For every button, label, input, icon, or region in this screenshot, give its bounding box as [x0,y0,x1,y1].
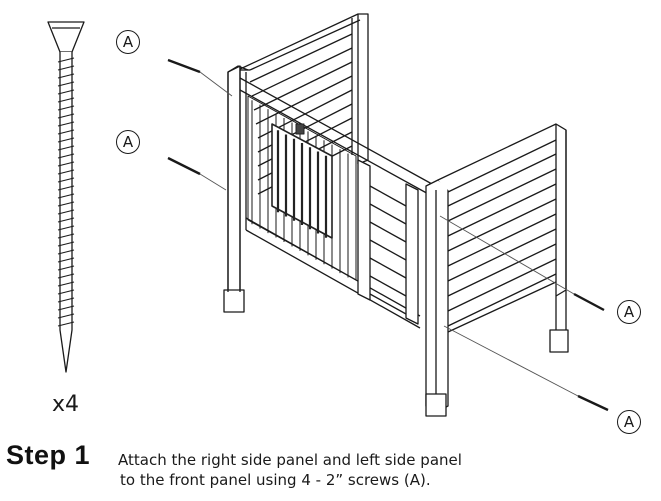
screw-thread [57,177,75,183]
screw-thread [57,313,75,319]
screw-thread [57,273,75,279]
step-instruction-line-2: to the front panel using 4 - 2” screws (… [120,471,431,489]
screw-thread [57,217,75,223]
front-slat [369,257,407,279]
small-screw-mid-left-icon [167,156,227,191]
screw-thread [57,57,75,63]
front-slat [369,203,407,225]
screw-thread [57,113,75,119]
screw-thread [57,161,75,167]
callout-a-mid-left: A [116,130,140,154]
callout-a-right-lower: A [617,410,641,434]
side-slat [447,198,557,252]
right-side-panel [437,123,569,353]
back-slat [255,75,353,125]
screw-thread [57,281,75,287]
screw-thread [57,201,75,207]
screw-thread [57,233,75,239]
screw-thread [57,185,75,191]
screw-thread [57,153,75,159]
door-grille [271,123,333,239]
callout-a-top-left: A [116,30,140,54]
screw-thread [57,305,75,311]
screw-thread [57,105,75,111]
side-slat [447,228,557,282]
screw-thread [57,209,75,215]
screw-thread [57,65,75,71]
small-screw-right-upper-icon [439,215,605,312]
screw-thread [57,73,75,79]
side-slat [447,153,557,207]
large-screw-icon [47,21,85,373]
step-title: Step 1 [6,440,91,470]
step-instruction-line-1: Attach the right side panel and left sid… [118,451,462,469]
front-slat [369,185,407,207]
screw-thread [57,321,75,327]
front-right-post [425,179,449,417]
side-slat [447,258,557,312]
screw-thread [57,129,75,135]
small-screw-right-lower-icon [443,325,609,412]
screw-thread [57,265,75,271]
screw-thread [57,241,75,247]
step-instructions: Attach the right side panel and left sid… [118,450,538,490]
screw-thread [57,81,75,87]
small-screw-top-left-icon [167,58,233,97]
side-slat [447,243,557,297]
screw-thread [57,225,75,231]
side-slat [447,213,557,267]
screw-quantity: x4 [52,392,80,417]
right-divider-post [405,183,419,325]
back-panel [237,13,369,195]
side-slat [447,273,557,327]
screw-thread [57,297,75,303]
screw-thread [57,169,75,175]
back-slat [249,33,353,83]
front-right-slats [369,185,407,315]
screw-thread [57,137,75,143]
screw-thread [57,121,75,127]
screw-thread [57,289,75,295]
screw-thread [57,89,75,95]
front-slat [369,239,407,261]
screw-thread [57,97,75,103]
screw-thread [57,249,75,255]
screw-thread [57,193,75,199]
side-slat [447,168,557,222]
front-slat [369,221,407,243]
center-post [357,159,371,301]
screw-thread [57,145,75,151]
front-slat [369,293,407,315]
screw-thread [57,257,75,263]
front-slat [369,275,407,297]
back-slat [251,47,353,97]
callout-a-right-upper: A [617,300,641,324]
back-slat [253,61,353,111]
side-slat [447,183,557,237]
front-left-post [223,65,249,313]
